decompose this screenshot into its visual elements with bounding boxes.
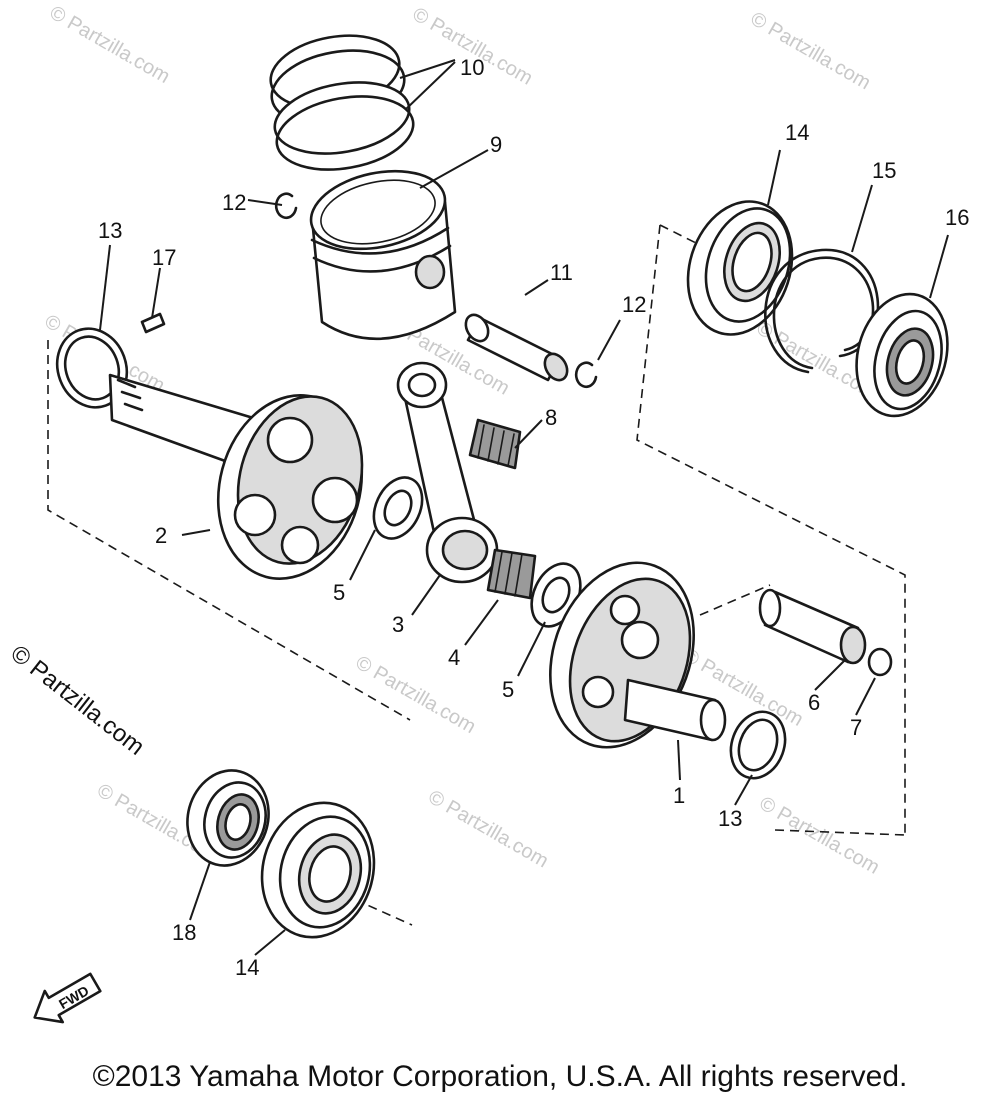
callout-12: 12 — [222, 190, 246, 215]
callout-numbers: 10 9 12 13 17 11 12 8 2 5 3 4 5 1 13 6 7… — [98, 55, 969, 980]
watermark-text: © Partzilla.com — [755, 792, 883, 878]
callout-15: 15 — [872, 158, 896, 183]
callout-5: 5 — [502, 677, 514, 702]
dowel-pin — [867, 647, 893, 677]
callout-16: 16 — [945, 205, 969, 230]
watermark-text: © Partzilla.com — [352, 652, 480, 738]
circlips — [274, 192, 598, 389]
washer-right — [729, 710, 787, 780]
oil-seal-bottom — [186, 769, 270, 867]
callout-8: 8 — [545, 405, 557, 430]
callout-2: 2 — [155, 523, 167, 548]
callout-6: 6 — [808, 690, 820, 715]
crank-half-right — [549, 561, 727, 749]
callout-12: 12 — [622, 292, 646, 317]
crank-half-left — [108, 373, 364, 580]
callout-17: 17 — [152, 245, 176, 270]
callout-leaders — [99, 59, 949, 956]
callout-5: 5 — [333, 580, 345, 605]
oil-seal-right — [855, 292, 949, 418]
callout-3: 3 — [392, 612, 404, 637]
callout-4: 4 — [448, 645, 460, 670]
watermark-text: © Partzilla.com — [46, 2, 174, 88]
callout-9: 9 — [490, 132, 502, 157]
small-end-bearing — [468, 418, 522, 470]
callout-13: 13 — [718, 806, 742, 831]
watermark-text: © Partzilla.com — [424, 786, 552, 872]
copyright-notice: ©2013 Yamaha Motor Corporation, U.S.A. A… — [92, 1060, 908, 1093]
fwd-arrow: FWD — [33, 972, 102, 1024]
big-end-bearing — [486, 548, 537, 600]
connecting-rod — [396, 361, 499, 584]
watermark-text: © Partzilla.com — [747, 8, 875, 94]
woodruff-key — [140, 312, 166, 334]
piston-pin — [464, 313, 569, 382]
piston — [309, 169, 457, 341]
callout-18: 18 — [172, 920, 196, 945]
crank-pin — [758, 588, 867, 665]
bearing-top-right — [686, 200, 794, 336]
callout-14: 14 — [785, 120, 809, 145]
callout-11: 11 — [550, 260, 573, 285]
callout-10: 10 — [460, 55, 484, 80]
bearing-bottom — [260, 801, 376, 939]
callout-14: 14 — [235, 955, 259, 980]
thrust-washer-left — [372, 476, 424, 540]
callout-1: 1 — [673, 783, 685, 808]
piston-rings — [269, 34, 415, 171]
callout-13: 13 — [98, 218, 122, 243]
callout-7: 7 — [850, 715, 862, 740]
